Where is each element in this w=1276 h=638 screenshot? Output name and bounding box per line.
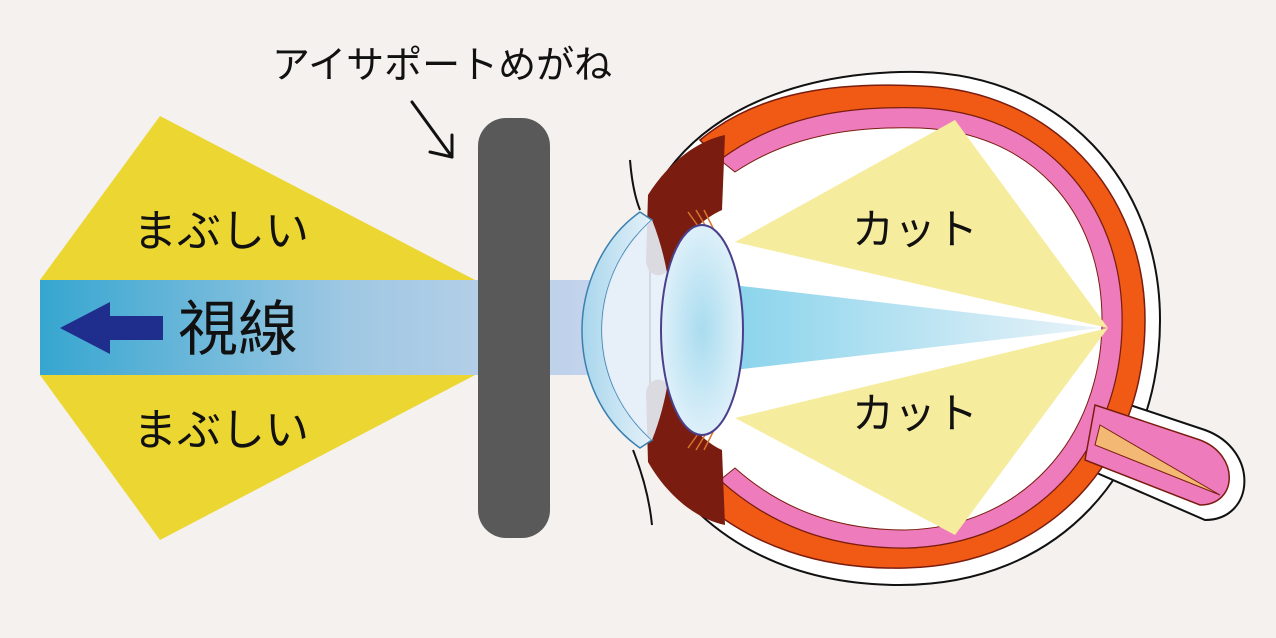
pointer-arrow-icon — [410, 100, 454, 159]
line-of-sight-label: 視線 — [178, 295, 298, 365]
crystalline-lens — [660, 224, 744, 436]
glare-label-top: まぶしい — [133, 206, 309, 257]
anterior-chamber — [602, 220, 672, 440]
glare-cone-bottom — [40, 375, 475, 540]
focused-beam — [690, 280, 1100, 375]
eyelid-lower — [632, 449, 653, 526]
glasses-label: アイサポートめがね — [272, 43, 612, 87]
cut-cone-top — [735, 120, 1108, 328]
cut-label-top: カット — [852, 205, 978, 254]
left-arrow-icon — [60, 302, 163, 354]
glare-cone-top — [40, 116, 475, 280]
glasses-lens — [478, 118, 550, 538]
cut-label-bottom: カット — [852, 389, 978, 438]
cut-cone-bottom — [735, 328, 1108, 535]
glare-label-bottom: まぶしい — [133, 405, 309, 456]
iris-lower — [646, 379, 725, 525]
eyelid-upper — [629, 159, 641, 211]
optic-nerve-core — [1094, 424, 1221, 496]
iris-upper — [646, 135, 725, 276]
